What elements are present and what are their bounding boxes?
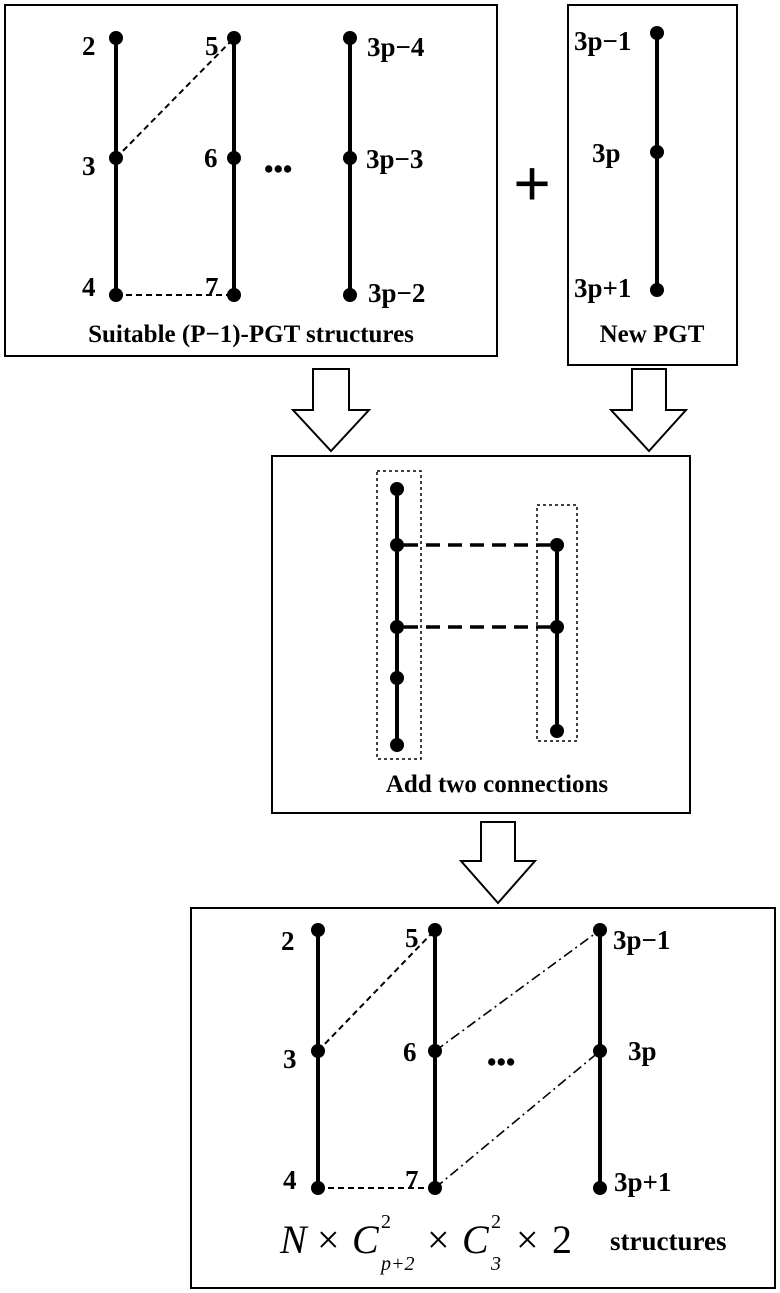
label-node-5: 5 — [205, 31, 219, 61]
panel-border — [4, 4, 498, 357]
formula-N: N — [279, 1217, 309, 1262]
node-3p-3 — [343, 151, 357, 165]
connection-7-3p — [434, 1050, 601, 1189]
label-node-3p-2: 3p−2 — [368, 278, 425, 308]
label-node-7: 7 — [205, 272, 219, 302]
label-node-6: 6 — [204, 143, 218, 173]
node — [550, 620, 564, 634]
label-node-3p-3: 3p−3 — [366, 144, 423, 174]
label-node-4: 4 — [283, 1165, 297, 1195]
node-3p-4 — [343, 31, 357, 45]
connection-3-5 — [115, 37, 235, 159]
node — [550, 538, 564, 552]
node — [550, 724, 564, 738]
formula-sup-1: 2 — [381, 1211, 391, 1233]
node-3p-2 — [343, 288, 357, 302]
node — [390, 671, 404, 685]
formula-C-2: C — [462, 1217, 490, 1262]
node-3p+1 — [650, 283, 664, 297]
node-3p — [650, 145, 664, 159]
arrow-down-left — [290, 368, 372, 453]
label-node-3p: 3p — [592, 138, 621, 168]
node-6 — [227, 151, 241, 165]
panel-add-connections: Add two connections — [271, 455, 691, 814]
panel-caption: New PGT — [600, 321, 705, 348]
formula-two: 2 — [552, 1217, 572, 1262]
formula-times-2: × — [427, 1217, 450, 1262]
node-2 — [311, 923, 325, 937]
panel-suitable-structures: 2 3 4 5 6 7 ••• 3p−4 3p−3 3p−2 Suitable … — [4, 4, 498, 357]
panel-border — [190, 907, 776, 1289]
label-node-3p: 3p — [628, 1036, 657, 1066]
label-node-5: 5 — [405, 923, 419, 953]
connection-6-3p-1 — [434, 929, 601, 1052]
node-3p-1 — [650, 26, 664, 40]
ellipsis: ••• — [487, 1047, 515, 1077]
label-node-3p-4: 3p−4 — [367, 32, 424, 62]
panel-border — [271, 455, 691, 814]
node — [390, 738, 404, 752]
panel-new-pgt: 3p−1 3p 3p+1 New PGT — [567, 4, 738, 366]
node — [390, 538, 404, 552]
panel-result-structures: 2 3 4 5 6 7 ••• 3p−1 3p 3p+1 N × C 2 p+2… — [190, 907, 776, 1289]
formula-sup-2: 2 — [491, 1211, 501, 1233]
ellipsis: ••• — [264, 154, 292, 184]
formula-sub-2: 3 — [490, 1253, 501, 1275]
label-node-3p+1: 3p+1 — [574, 273, 631, 303]
formula-times-3: × — [516, 1217, 539, 1262]
arrow-down-right — [608, 368, 689, 453]
formula-sub-1: p+2 — [379, 1253, 415, 1275]
label-node-3: 3 — [283, 1044, 297, 1074]
node — [390, 482, 404, 496]
node-3p+1 — [593, 1181, 607, 1195]
node-7 — [227, 288, 241, 302]
formula-suffix: structures — [610, 1226, 726, 1256]
panel-caption: Suitable (P−1)-PGT structures — [88, 321, 414, 348]
node — [390, 620, 404, 634]
label-node-6: 6 — [403, 1037, 417, 1067]
label-node-2: 2 — [281, 926, 295, 956]
plus-sign: + — [513, 147, 550, 219]
old-pgt-group — [376, 470, 422, 760]
arrow-down-center — [458, 821, 538, 905]
label-node-2: 2 — [82, 31, 96, 61]
structure-count-formula: N × C 2 p+2 × C 2 3 × 2 structures — [279, 1211, 726, 1275]
label-node-3: 3 — [82, 151, 96, 181]
label-node-4: 4 — [82, 272, 96, 302]
node-2 — [109, 31, 123, 45]
label-node-7: 7 — [405, 1165, 419, 1195]
new-pgt-group — [536, 504, 578, 742]
panel-border — [567, 4, 738, 366]
label-node-3p-1: 3p−1 — [574, 26, 631, 56]
panel-caption: Add two connections — [386, 771, 609, 798]
label-node-3p+1: 3p+1 — [614, 1167, 671, 1197]
formula-C-1: C — [352, 1217, 380, 1262]
connection-3-5 — [317, 929, 436, 1052]
label-node-3p-1: 3p−1 — [613, 925, 670, 955]
formula-times-1: × — [317, 1217, 340, 1262]
